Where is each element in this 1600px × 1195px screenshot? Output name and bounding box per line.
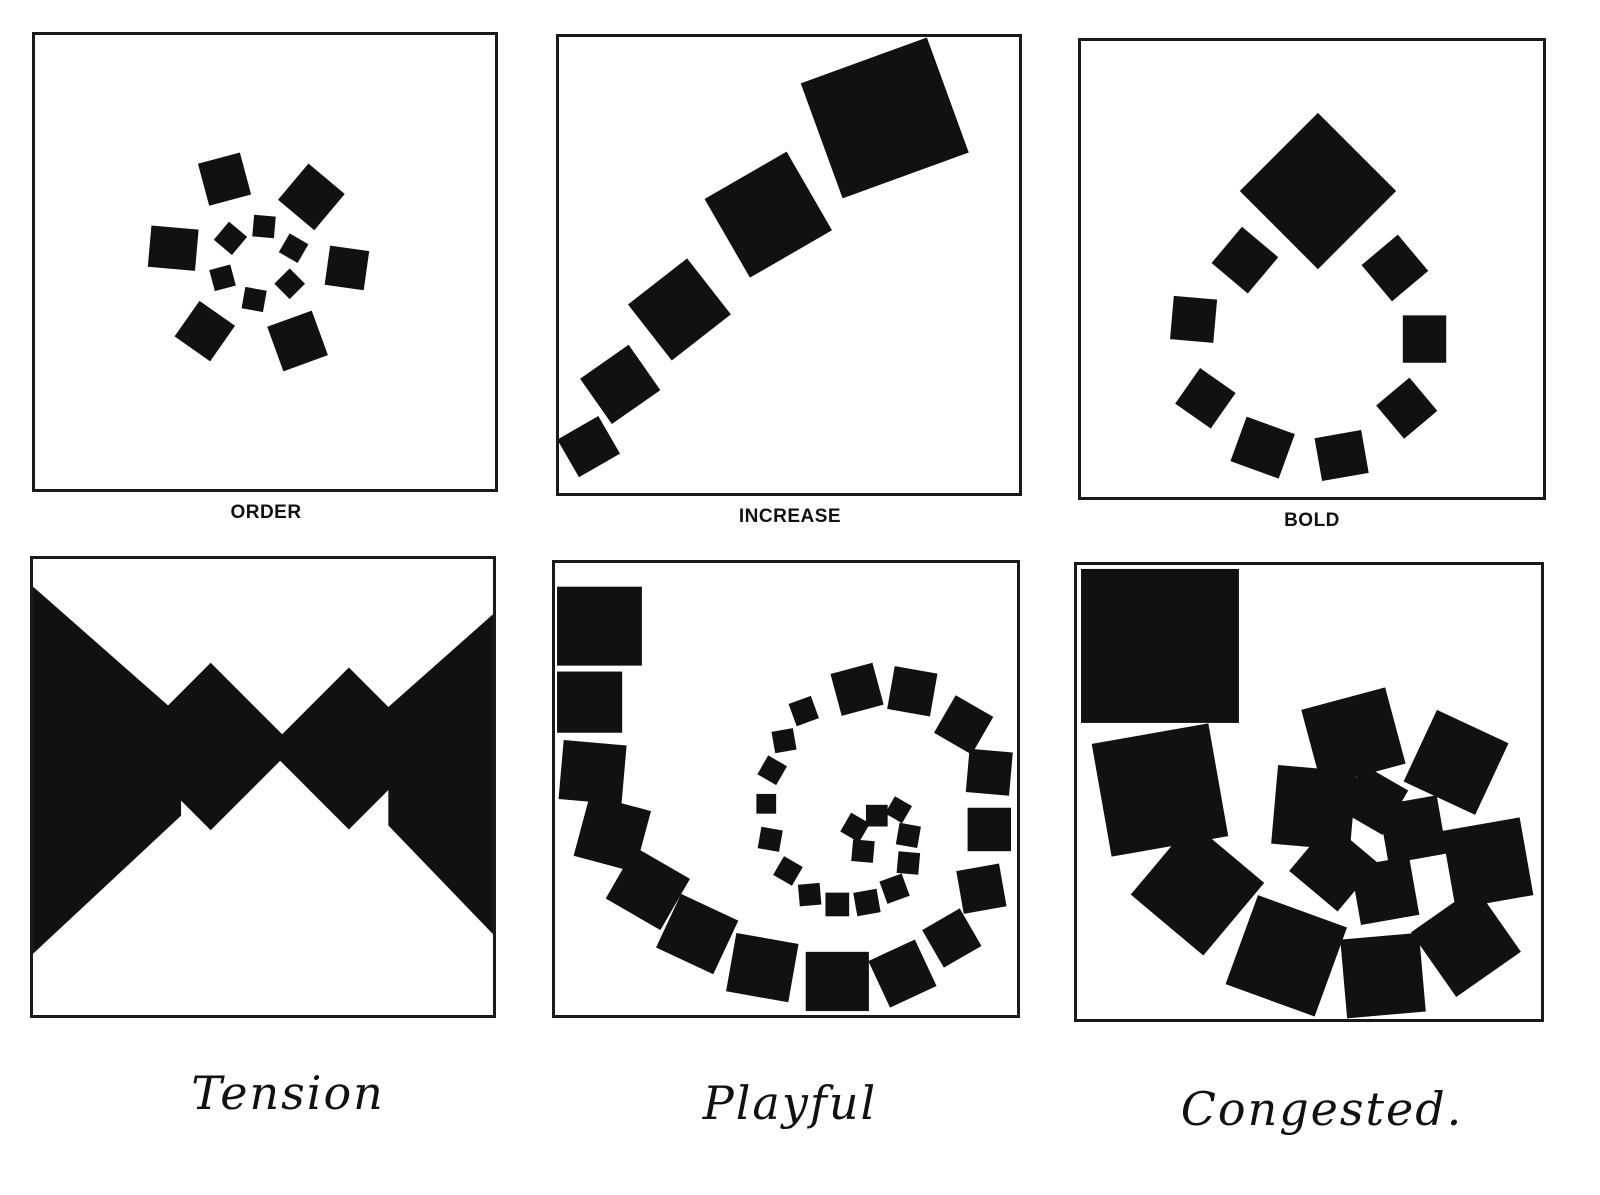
panel-playful — [552, 560, 1020, 1018]
tension-composition — [33, 586, 493, 954]
panel-tension — [30, 556, 496, 1018]
order-composition — [147, 152, 370, 372]
label-tension: Tension — [191, 1066, 385, 1120]
bold-composition — [1170, 112, 1447, 482]
panel-increase — [556, 34, 1022, 496]
label-increase: INCREASE — [738, 506, 842, 527]
increase-composition — [559, 37, 969, 478]
congested-squares — [1081, 568, 1534, 1019]
playful-composition — [557, 586, 1013, 1012]
panel-congested — [1074, 562, 1544, 1022]
label-congested: Congested. — [1180, 1082, 1464, 1136]
panel-order — [32, 32, 498, 492]
label-playful: Playful — [702, 1076, 878, 1130]
congested-composition — [1081, 568, 1534, 1019]
order-squares — [147, 152, 370, 372]
panel-bold — [1078, 38, 1546, 500]
tension-shapes — [33, 586, 493, 954]
label-bold: BOLD — [1284, 510, 1340, 531]
increase-squares — [559, 37, 969, 478]
bold-squares — [1170, 112, 1447, 482]
label-order: ORDER — [230, 502, 302, 523]
playful-squares — [557, 586, 1013, 1012]
